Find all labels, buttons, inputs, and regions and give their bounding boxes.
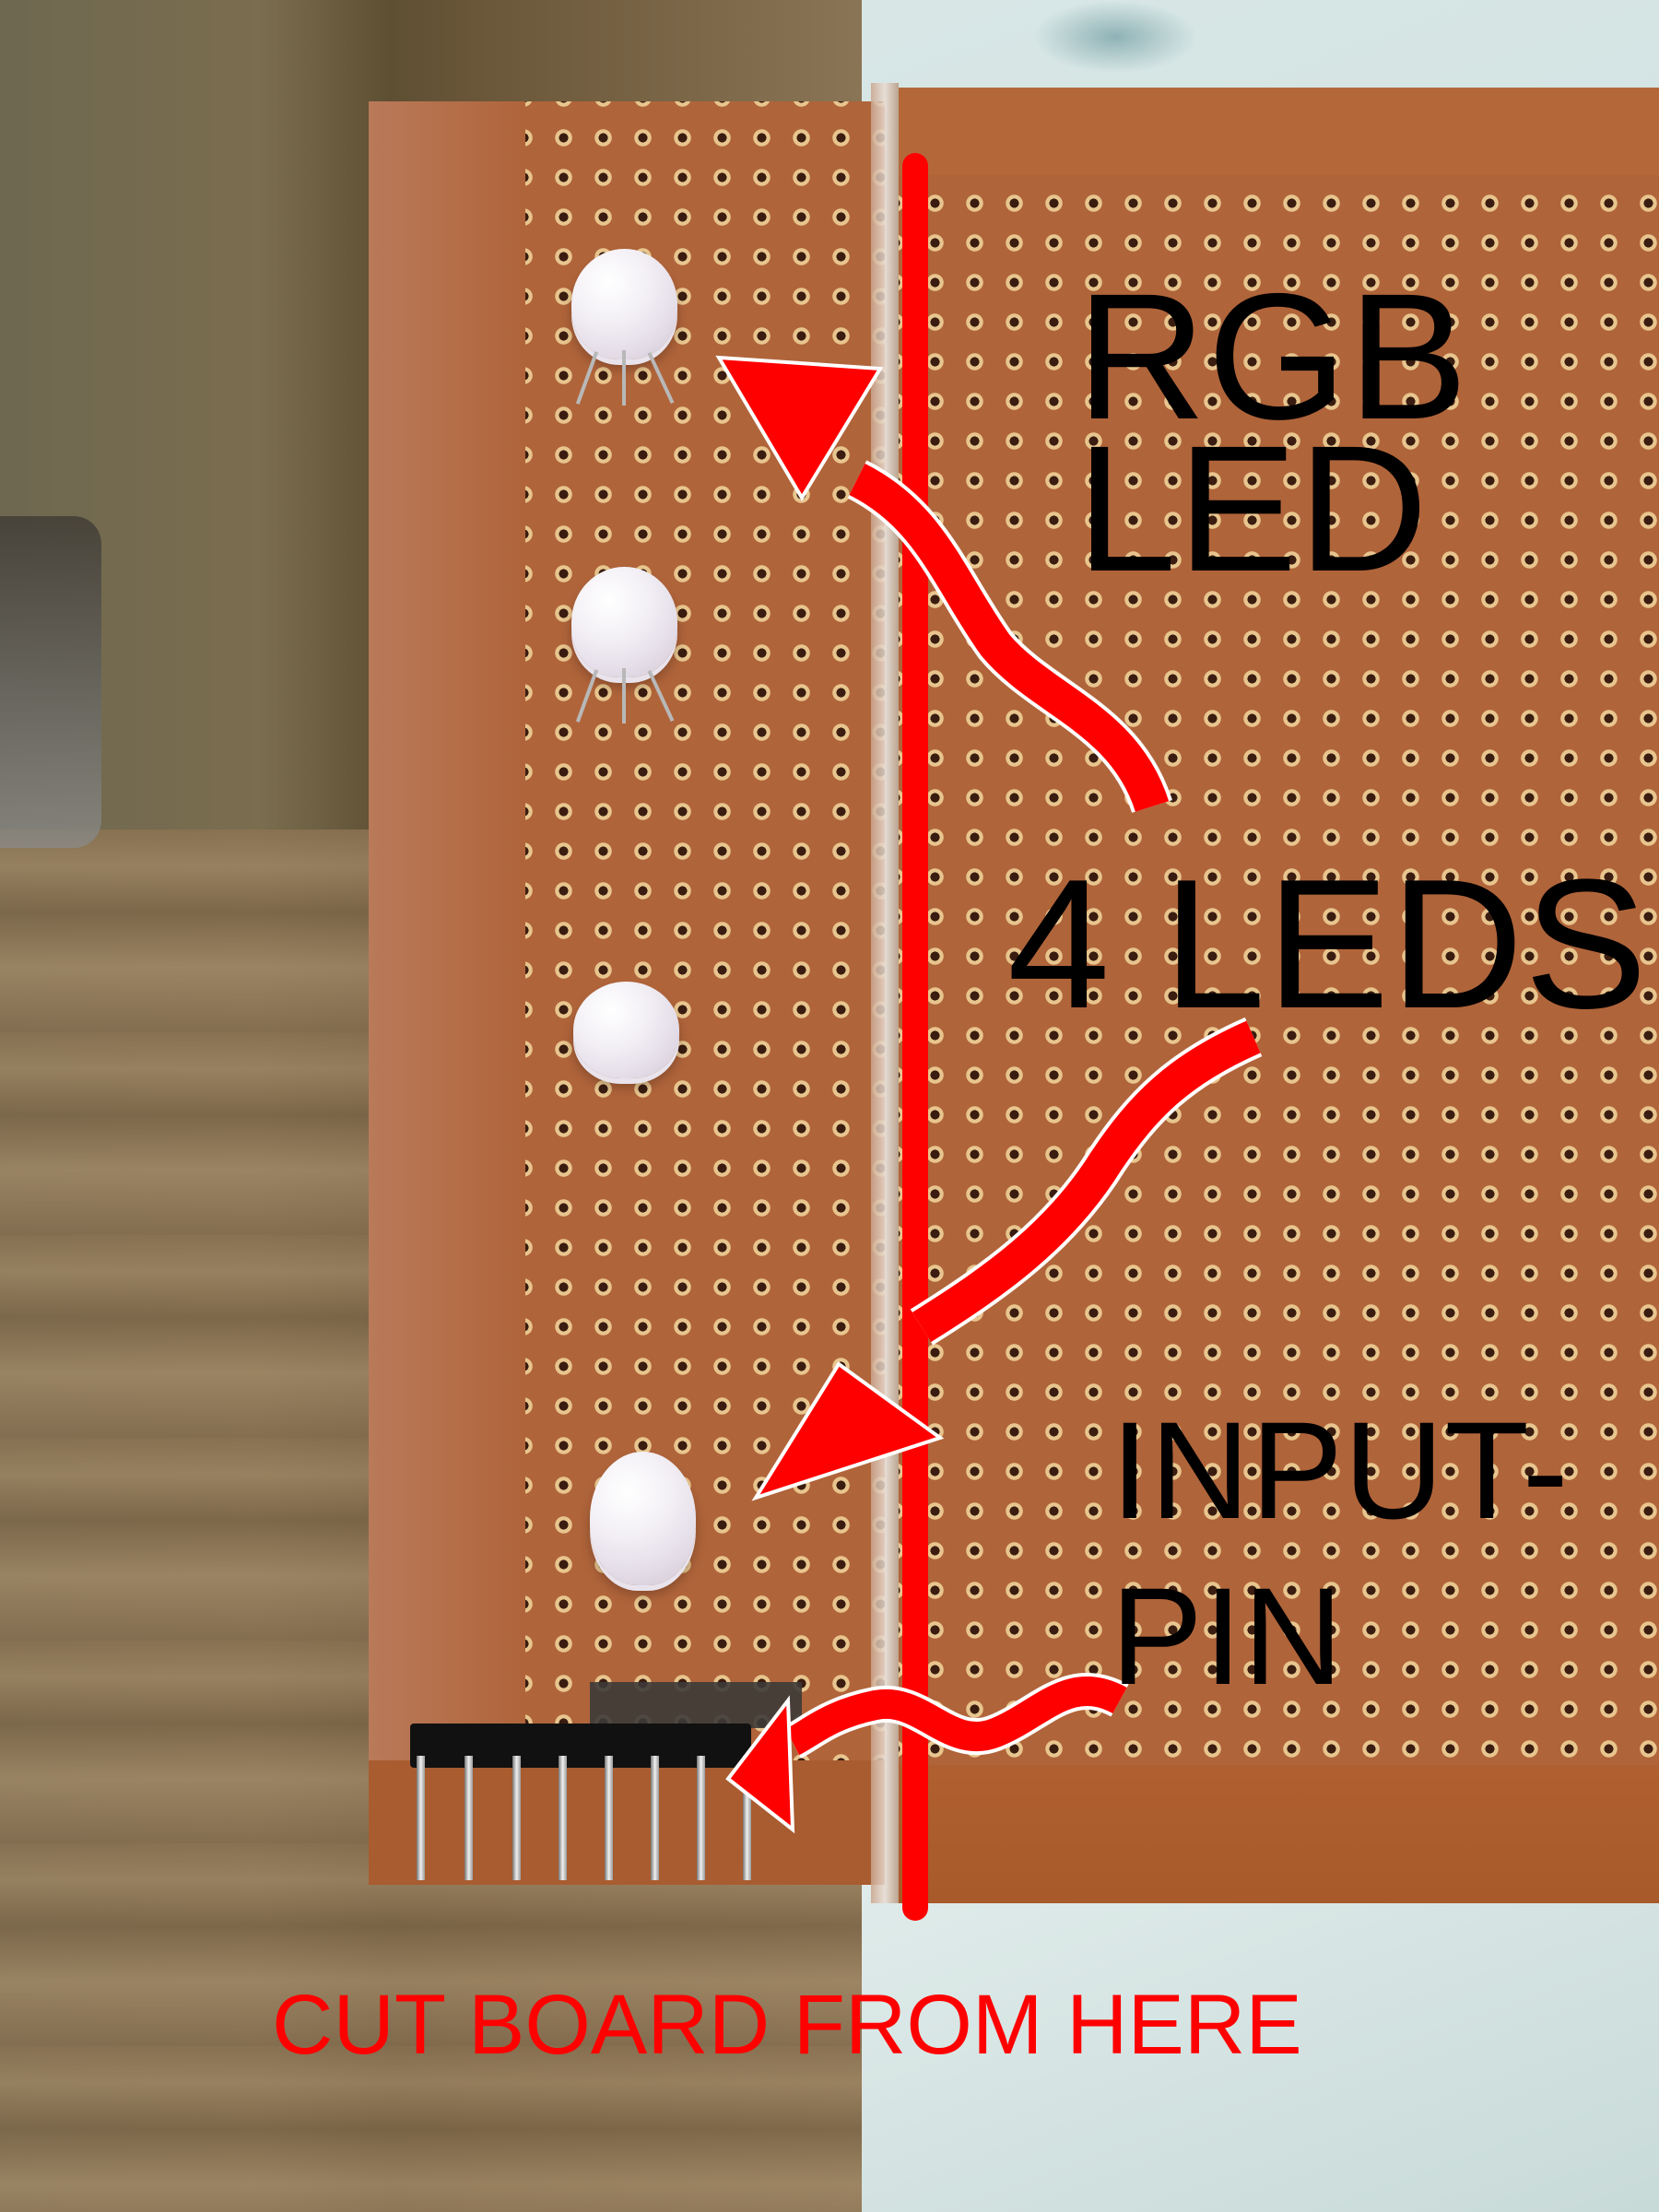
header-pin bbox=[465, 1756, 473, 1880]
label-pin: PIN bbox=[1111, 1559, 1345, 1713]
header-pin bbox=[651, 1756, 659, 1880]
header-pin bbox=[559, 1756, 567, 1880]
label-cut-board: CUT BOARD FROM HERE bbox=[272, 1978, 1302, 2072]
led-3 bbox=[573, 982, 679, 1078]
label-input: INPUT- bbox=[1111, 1393, 1570, 1547]
header-pin bbox=[417, 1756, 425, 1880]
perfboard-bottom-edge bbox=[369, 1760, 885, 1885]
header-pin bbox=[743, 1756, 751, 1880]
led-2 bbox=[571, 567, 677, 724]
background-stain bbox=[1032, 0, 1198, 74]
header-pin bbox=[605, 1756, 613, 1880]
label-4-leds: 4 LEDS bbox=[1007, 841, 1649, 1047]
label-led: LED bbox=[1077, 408, 1430, 609]
rgb-led bbox=[571, 249, 677, 406]
board-score-line bbox=[871, 83, 899, 1903]
header-pin bbox=[697, 1756, 705, 1880]
pin-header-shadow bbox=[590, 1682, 802, 1728]
header-pin bbox=[512, 1756, 521, 1880]
background-object bbox=[0, 516, 101, 848]
perfboard-right-section bbox=[899, 88, 1659, 1903]
label-rgb: RGB bbox=[1077, 256, 1469, 457]
led-4 bbox=[590, 1452, 696, 1585]
